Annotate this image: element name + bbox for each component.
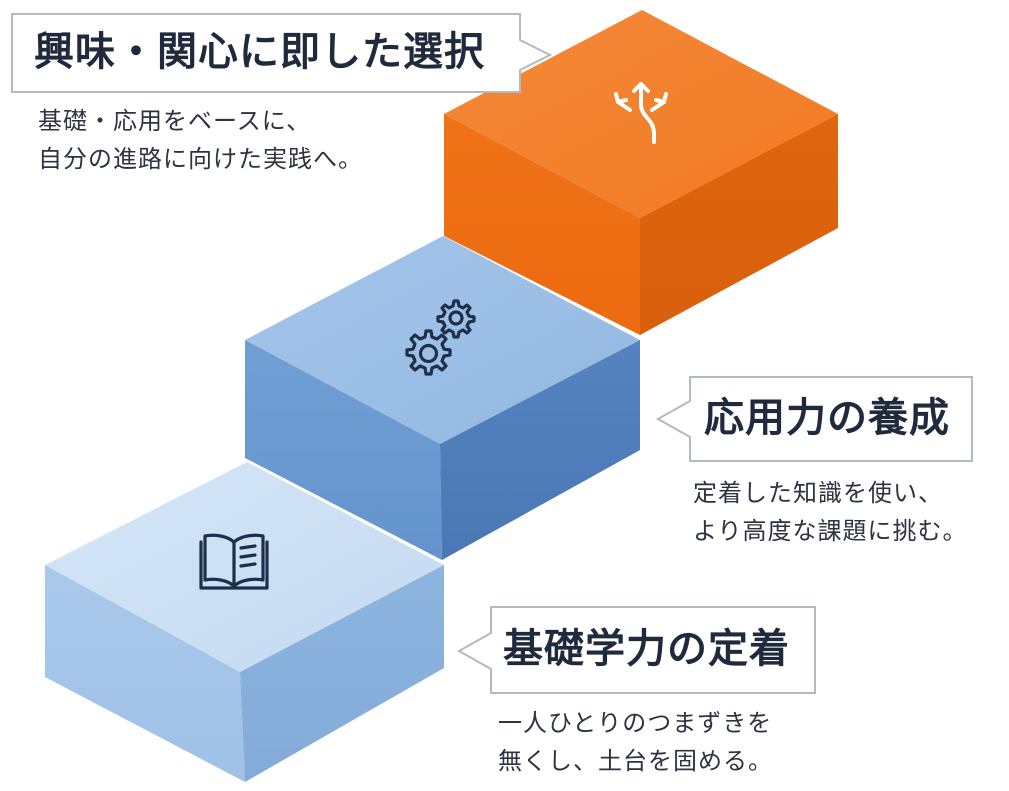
step-description-application-line-1: 定着した知識を使い、: [693, 479, 943, 507]
step-description-foundation-line-1: 一人ひとりのつまずきを: [498, 709, 773, 737]
step-description-application: 定着した知識を使い、 より高度な課題に挑む。: [693, 474, 968, 550]
step-description-foundation: 一人ひとりのつまずきを 無くし、土台を固める。: [498, 704, 773, 780]
step-description-foundation-line-2: 無くし、土台を固める。: [498, 747, 773, 775]
step-title-application: 応用力の養成: [704, 395, 950, 441]
step-title-foundation: 基礎学力の定着: [503, 626, 790, 672]
step-title-choice: 興味・関心に即した選択: [34, 29, 485, 75]
gears-icon: [405, 299, 476, 376]
step-callout-choice: 興味・関心に即した選択: [10, 12, 570, 94]
step-callout-application: 応用力の養成: [652, 375, 977, 465]
step-description-choice: 基礎・応用をベースに、 自分の進路に向けた実践へ。: [38, 102, 363, 178]
step-description-choice-line-1: 基礎・応用をベースに、: [38, 107, 312, 135]
split-arrows-icon: [614, 82, 668, 144]
step-callout-foundation: 基礎学力の定着: [453, 605, 823, 697]
step-description-application-line-2: より高度な課題に挑む。: [693, 517, 968, 545]
open-book-icon: [199, 533, 269, 590]
step-description-choice-line-2: 自分の進路に向けた実践へ。: [38, 145, 363, 173]
